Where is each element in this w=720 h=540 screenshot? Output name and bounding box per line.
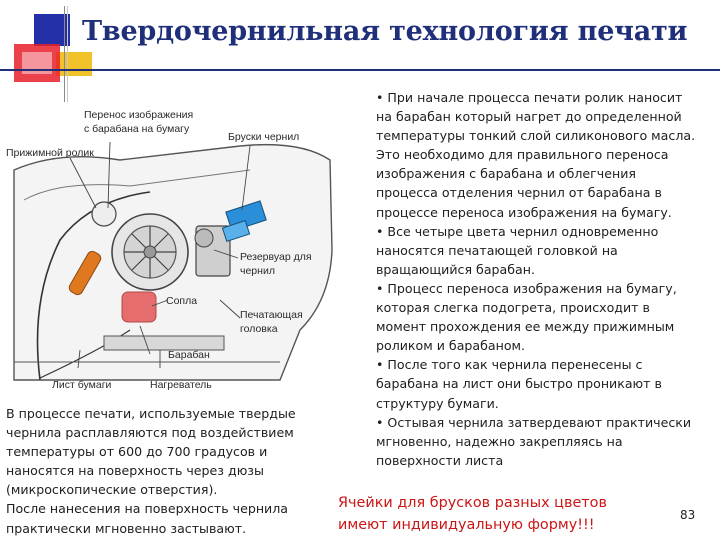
deco-vertical-line-2 <box>67 6 68 102</box>
deco-vertical-line <box>64 6 65 102</box>
nozzle-area <box>122 292 156 322</box>
bullet-line: барабана на лист они быстро проникают в <box>376 374 720 393</box>
bullet-line: наносятся печатающей головкой на <box>376 241 720 260</box>
left-text-line: чернила расплавляются под воздействием <box>6 423 346 442</box>
label-heater: Нагреватель <box>150 379 212 391</box>
label-reservoir-2: чернил <box>240 265 275 277</box>
bullet-line: поверхности листа <box>376 451 720 470</box>
bullet-line: вращающийся барабан. <box>376 260 720 279</box>
bullet-line: процессе переноса изображения на бумагу. <box>376 203 720 222</box>
bullet-line: • Остывая чернила затвердевают практичес… <box>376 413 720 432</box>
page-number: 83 <box>680 508 695 522</box>
red-note: Ячейки для брусков разных цветов имеют и… <box>338 492 607 536</box>
label-ink-sticks: Бруски чернил <box>228 131 299 143</box>
label-printhead-2: головка <box>240 323 278 335</box>
red-note-line: имеют индивидуальную форму!!! <box>338 514 607 536</box>
bullet-line: • Процесс переноса изображения на бумагу… <box>376 279 720 298</box>
bullet-line: на барабан который нагрет до определенно… <box>376 107 720 126</box>
bullet-line: Это необходимо для правильного переноса <box>376 145 720 164</box>
label-paper: Лист бумаги <box>52 379 112 391</box>
label-transfer-1: Перенос изображения <box>84 109 193 121</box>
bullet-line: момент прохождения ее между прижимным <box>376 317 720 336</box>
left-text-line: практически мгновенно застывают. <box>6 519 346 538</box>
reservoir-gear <box>195 229 213 247</box>
left-text-line: наносятся на поверхность через дюзы <box>6 461 346 480</box>
left-text-line: (микроскопические отверстия). <box>6 480 346 499</box>
left-paragraph: В процессе печати, используемые твердые … <box>6 404 346 538</box>
label-pressure-roller: Прижимной ролик <box>6 147 94 159</box>
upper-roller <box>92 202 116 226</box>
bullet-line: температуры тонкий слой силиконового мас… <box>376 126 720 145</box>
left-text-line: После нанесения на поверхность чернила <box>6 499 346 518</box>
bullet-line: роликом и барабаном. <box>376 336 720 355</box>
red-note-line: Ячейки для брусков разных цветов <box>338 492 607 514</box>
label-drum: Барабан <box>168 349 210 361</box>
left-text-line: В процессе печати, используемые твердые <box>6 404 346 423</box>
bullet-line: • При начале процесса печати ролик нанос… <box>376 88 720 107</box>
bullet-text: • При начале процесса печати ролик нанос… <box>376 88 720 470</box>
bullet-line: которая слегка подогрета, происходит в <box>376 298 720 317</box>
bullet-line: • Все четыре цвета чернил одновременно <box>376 222 720 241</box>
label-printhead-1: Печатающая <box>240 309 303 321</box>
heater-plate <box>104 336 224 350</box>
printer-diagram: Перенос изображения с барабана на бумагу… <box>0 100 345 400</box>
label-reservoir-1: Резервуар для <box>240 251 312 263</box>
label-transfer-2: с барабана на бумагу <box>84 123 190 135</box>
bullet-line: структуру бумаги. <box>376 394 720 413</box>
label-nozzles: Сопла <box>166 295 197 307</box>
bullet-line: изображения с барабана и облегчения <box>376 164 720 183</box>
bullet-line: мгновенно, надежно закрепляясь на <box>376 432 720 451</box>
drum-hub <box>144 246 156 258</box>
bullet-line: • После того как чернила перенесены с <box>376 355 720 374</box>
left-text-line: температуры от 600 до 700 градусов и <box>6 442 346 461</box>
bullet-line: процесса отделения чернил от барабана в <box>376 183 720 202</box>
title-rule <box>0 69 720 71</box>
slide-title: Твердочернильная технология печати <box>82 16 718 68</box>
